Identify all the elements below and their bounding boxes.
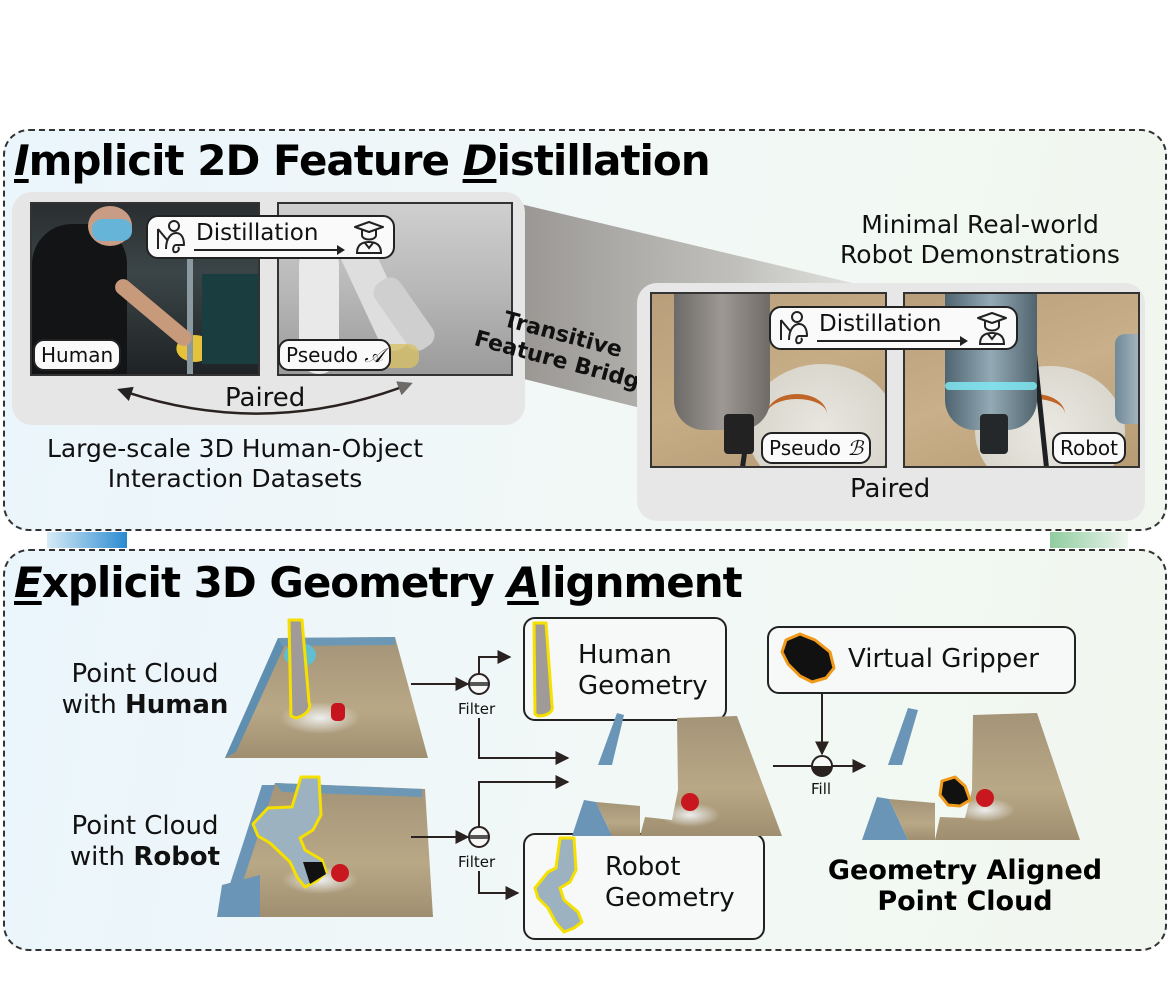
virtual-gripper-label: Virtual Gripper: [848, 644, 1039, 674]
distillation-badge: Distillation: [769, 306, 1018, 350]
human-dataset-caption: Large-scale 3D Human-Object Interaction …: [10, 434, 460, 494]
student-icon: [354, 221, 384, 254]
fill-label: Fill: [811, 780, 832, 798]
distillation-label: Distillation: [196, 220, 319, 246]
robot-geometry-label: Robot Geometry: [605, 852, 735, 914]
teacher-icon: [157, 220, 185, 254]
human-tag: Human: [33, 339, 122, 371]
human-geometry-label: Human Geometry: [578, 640, 708, 702]
filter-label: Filter: [458, 700, 496, 718]
panel-connector-blue: [47, 532, 127, 548]
title-text: lignment: [538, 558, 743, 607]
paired-label: Paired: [850, 474, 931, 504]
tag-symbol: 𝒜: [364, 343, 384, 367]
label-prefix: with: [69, 842, 134, 872]
human-geometry-box: [523, 617, 727, 721]
title-emphasis-letter: I: [14, 136, 30, 185]
label-line: Point Cloud: [71, 659, 219, 689]
title-text: istillation: [496, 136, 710, 185]
label-line: Robot: [605, 852, 681, 882]
explicit-section-title: Explicit 3D Geometry Alignment: [14, 558, 743, 607]
pseudo-b-tag: Pseudo ℬ: [761, 432, 872, 464]
title-emphasis-letter: D: [462, 136, 498, 185]
implicit-section-title: Implicit 2D Feature Distillation: [14, 136, 711, 185]
tag-prefix: Pseudo: [769, 436, 848, 460]
title-text: xplicit 3D Geometry: [41, 558, 508, 607]
paired-label: Paired: [225, 383, 306, 413]
tag-symbol: ℬ: [847, 436, 864, 460]
geometry-aligned-caption: Geometry Aligned Point Cloud: [820, 855, 1110, 917]
student-icon: [977, 312, 1007, 345]
point-cloud-human-label: Point Cloud with Human: [45, 659, 245, 721]
caption-line: Geometry Aligned: [827, 855, 1103, 886]
panel-connector-green: [1050, 532, 1128, 548]
pseudo-a-tag: Pseudo 𝒜: [278, 339, 392, 371]
label-line: Human: [578, 640, 672, 670]
tag-prefix: Pseudo: [286, 343, 365, 367]
caption-line: Minimal Real-world: [861, 210, 1099, 239]
distillation-arrow: [817, 336, 968, 346]
filter-label: Filter: [458, 853, 496, 871]
title-emphasis-letter: E: [14, 558, 43, 607]
label-line: Geometry: [578, 671, 708, 701]
caption-line: Large-scale 3D Human-Object: [46, 434, 424, 463]
robot-tag: Robot: [1052, 432, 1127, 464]
point-cloud-robot-label: Point Cloud with Robot: [45, 811, 245, 873]
distillation-label: Distillation: [819, 311, 942, 337]
teacher-icon: [780, 311, 808, 345]
caption-line: Robot Demonstrations: [840, 240, 1120, 269]
distillation-badge: Distillation: [146, 215, 395, 259]
caption-line: Point Cloud: [877, 886, 1053, 917]
caption-line: Interaction Datasets: [107, 464, 363, 493]
label-bold: Robot: [133, 842, 221, 872]
label-bold: Human: [125, 690, 229, 720]
robot-demos-caption: Minimal Real-world Robot Demonstrations: [800, 210, 1160, 270]
label-line: Point Cloud: [71, 811, 219, 841]
title-emphasis-letter: A: [507, 558, 540, 607]
title-text: mplicit 2D Feature: [28, 136, 463, 185]
label-prefix: with: [61, 690, 125, 720]
label-line: Geometry: [605, 883, 735, 913]
distillation-arrow: [194, 245, 345, 255]
